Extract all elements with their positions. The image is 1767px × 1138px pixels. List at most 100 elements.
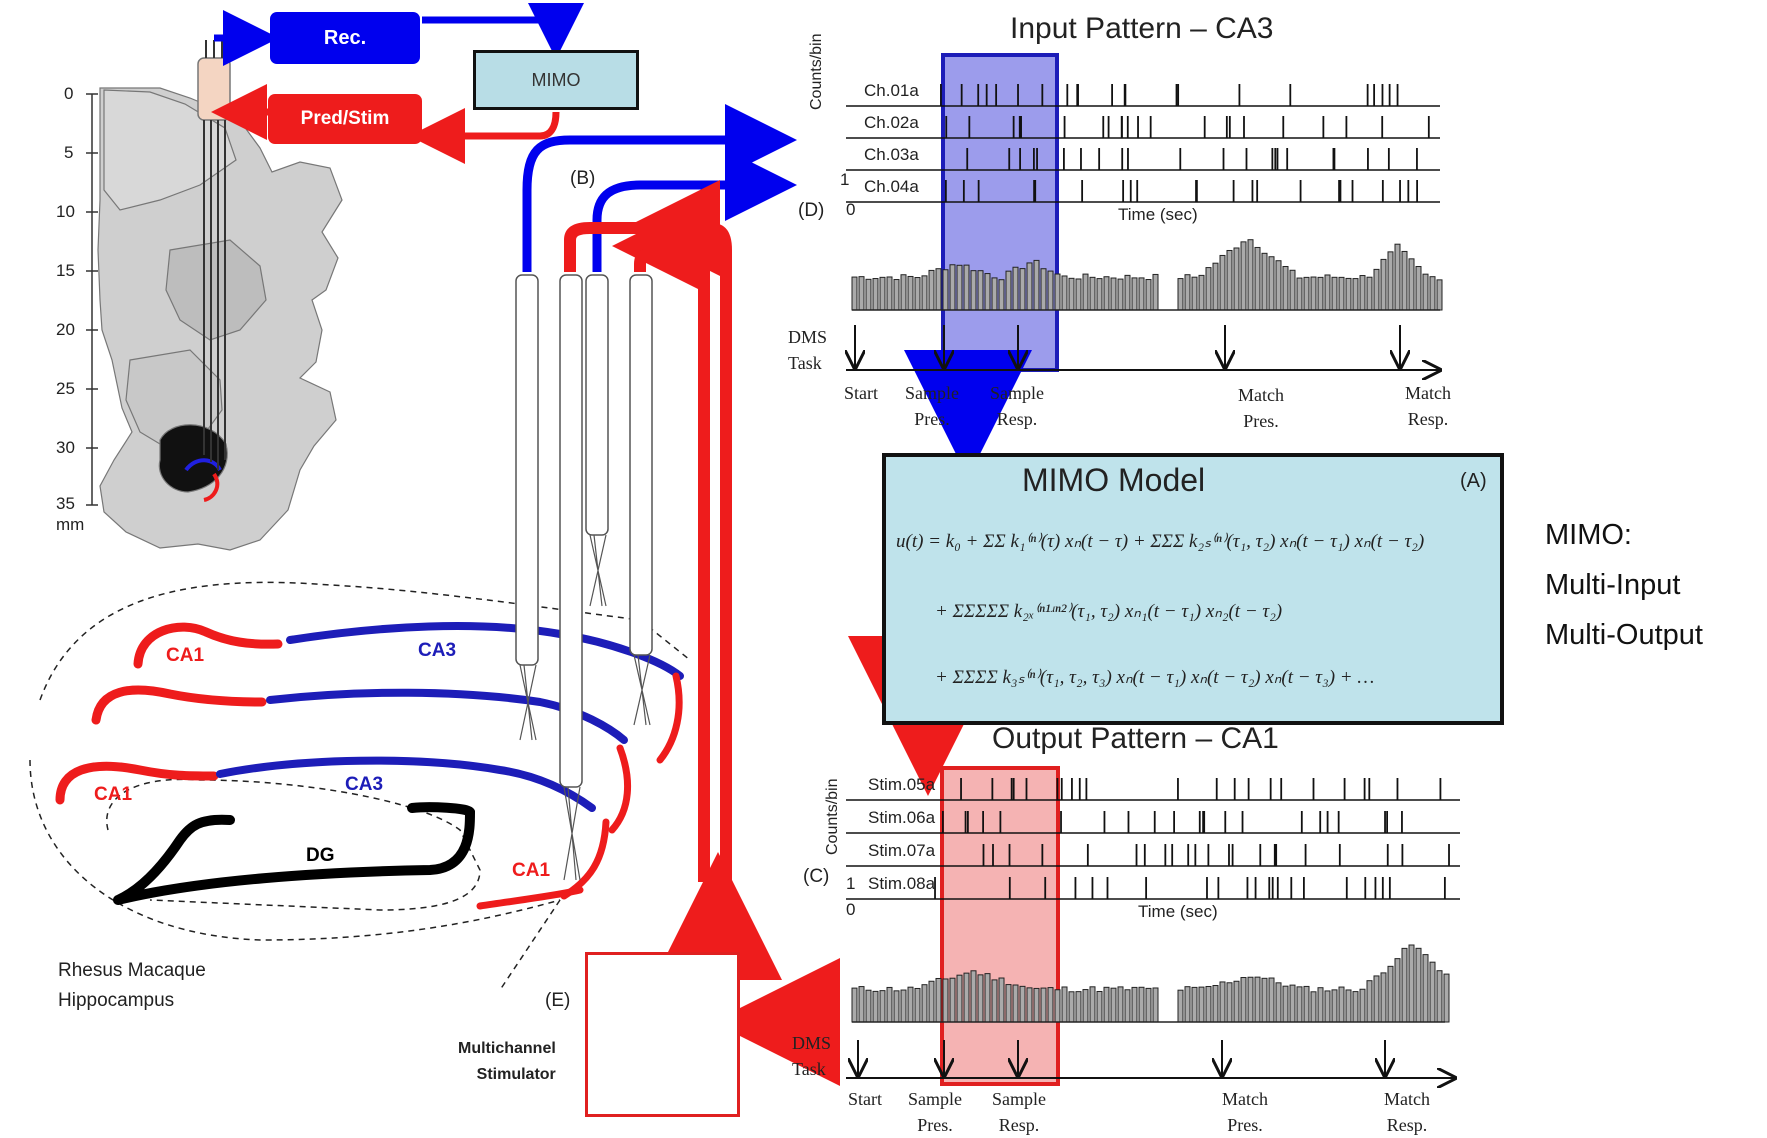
histogram-bar	[1360, 989, 1365, 1022]
pred-stim-button[interactable]: Pred/Stim	[268, 94, 422, 144]
histogram-bar	[1125, 990, 1130, 1022]
histogram-bar	[1020, 269, 1025, 310]
histogram-bar	[1430, 962, 1435, 1022]
histogram-bar	[873, 279, 878, 310]
stimulator-label-line2: Stimulator	[458, 1062, 556, 1088]
histogram-bar	[1146, 988, 1151, 1022]
region-label-ca1-mid: CA1	[94, 784, 132, 806]
histogram-bar	[1055, 274, 1060, 310]
brain-slice	[98, 88, 342, 550]
histogram-bar	[1213, 263, 1218, 310]
stimulator-label: Multichannel Stimulator	[458, 1036, 556, 1088]
histogram-bar	[1076, 992, 1081, 1022]
input-histogram	[852, 240, 1442, 310]
histogram-bar	[1055, 990, 1060, 1022]
histogram-bar	[1185, 275, 1190, 310]
output-task-timeline	[846, 1040, 1455, 1078]
histogram-bar	[873, 991, 878, 1022]
hippocampus-layers	[60, 626, 680, 906]
histogram-bar	[992, 278, 997, 310]
histogram-bar	[1132, 987, 1137, 1022]
probe-1	[516, 275, 538, 665]
input-panel-title: Input Pattern – CA3	[1010, 12, 1274, 46]
histogram-bar	[1153, 274, 1158, 310]
histogram-bar	[1416, 948, 1421, 1022]
output-event-start: Start	[848, 1086, 882, 1112]
depth-tick-5: 5	[64, 143, 73, 163]
histogram-bar	[1423, 274, 1428, 310]
histogram-bar	[1076, 279, 1081, 310]
panel-tag-b: (B)	[570, 168, 595, 190]
histogram-bar	[1048, 271, 1053, 310]
event-label: Match	[1238, 382, 1284, 408]
histogram-bar	[1199, 275, 1204, 310]
histogram-bar	[1097, 991, 1102, 1022]
probe-3	[586, 275, 608, 535]
histogram-bar	[1276, 983, 1281, 1022]
event-label: Sample	[905, 380, 959, 406]
histogram-bar	[1118, 987, 1123, 1022]
model-equation-line1: u(t) = k₀ + ΣΣ k₁⁽ⁿ⁾(τ) xₙ(t − τ) + ΣΣΣ …	[896, 530, 1424, 553]
ca1-layer-3	[60, 766, 214, 800]
output-task-label: DMSTask	[792, 1030, 831, 1082]
model-title: MIMO Model	[1022, 462, 1205, 499]
histogram-bar	[1083, 990, 1088, 1022]
histogram-bar	[1048, 988, 1053, 1022]
panel-tag-e: (E)	[545, 990, 570, 1012]
depth-unit: mm	[56, 515, 84, 535]
histogram-bar	[1041, 988, 1046, 1022]
brain-caption-line1: Rhesus Macaque	[58, 960, 206, 982]
probe-4	[630, 275, 652, 655]
histogram-bar	[1360, 276, 1365, 310]
histogram-bar	[852, 277, 857, 310]
histogram-bar	[1346, 990, 1351, 1022]
rec-to-mimo-arrow	[422, 20, 556, 38]
stimulator-box[interactable]	[585, 952, 740, 1117]
histogram-bar	[1430, 277, 1435, 310]
histogram-bar	[929, 270, 934, 310]
histogram-bar	[901, 275, 906, 310]
histogram-bar	[1178, 279, 1183, 310]
histogram-bar	[1192, 277, 1197, 310]
input-time-label: Time (sec)	[1118, 205, 1198, 225]
histogram-bar	[1318, 988, 1323, 1022]
histogram-bar	[1132, 278, 1137, 310]
event-sub: Resp.	[992, 1112, 1046, 1138]
histogram-bar	[1416, 267, 1421, 310]
histogram-bar	[1178, 990, 1183, 1022]
histogram-bar	[1185, 987, 1190, 1022]
event-sub: Pres.	[905, 406, 959, 432]
histogram-bar	[1206, 986, 1211, 1022]
histogram-bar	[1325, 275, 1330, 310]
histogram-bar	[1304, 277, 1309, 310]
stim-feed-2	[640, 254, 650, 272]
histogram-bar	[1034, 260, 1039, 310]
histogram-bar	[1083, 274, 1088, 310]
depth-tick-20: 20	[56, 320, 75, 340]
output-panel-title: Output Pattern – CA1	[992, 722, 1279, 756]
rec-button[interactable]: Rec.	[270, 12, 420, 64]
histogram-bar	[1367, 277, 1372, 310]
ca1-layer-1	[138, 627, 278, 664]
histogram-bar	[1034, 988, 1039, 1022]
task-label-line2: Task	[788, 350, 827, 376]
depth-tick-15: 15	[56, 261, 75, 281]
input-event-sample-pres: SamplePres.	[905, 380, 959, 432]
histogram-bar	[992, 980, 997, 1022]
ca3-layer-1	[290, 626, 680, 676]
input-raster	[846, 84, 1440, 202]
histogram-bar	[1276, 261, 1281, 310]
histogram-bar	[1234, 248, 1239, 310]
event-label: Match	[1222, 1086, 1268, 1112]
region-label-ca3-top: CA3	[418, 640, 456, 662]
rec-label: Rec.	[324, 27, 366, 50]
output-channel-3: Stim.07a	[868, 841, 935, 861]
histogram-bar	[1269, 257, 1274, 310]
output-ylabel: Counts/bin	[824, 779, 842, 856]
mimo-box[interactable]: MIMO	[473, 50, 639, 110]
region-label-dg: DG	[306, 845, 335, 867]
histogram-bar	[1297, 987, 1302, 1022]
